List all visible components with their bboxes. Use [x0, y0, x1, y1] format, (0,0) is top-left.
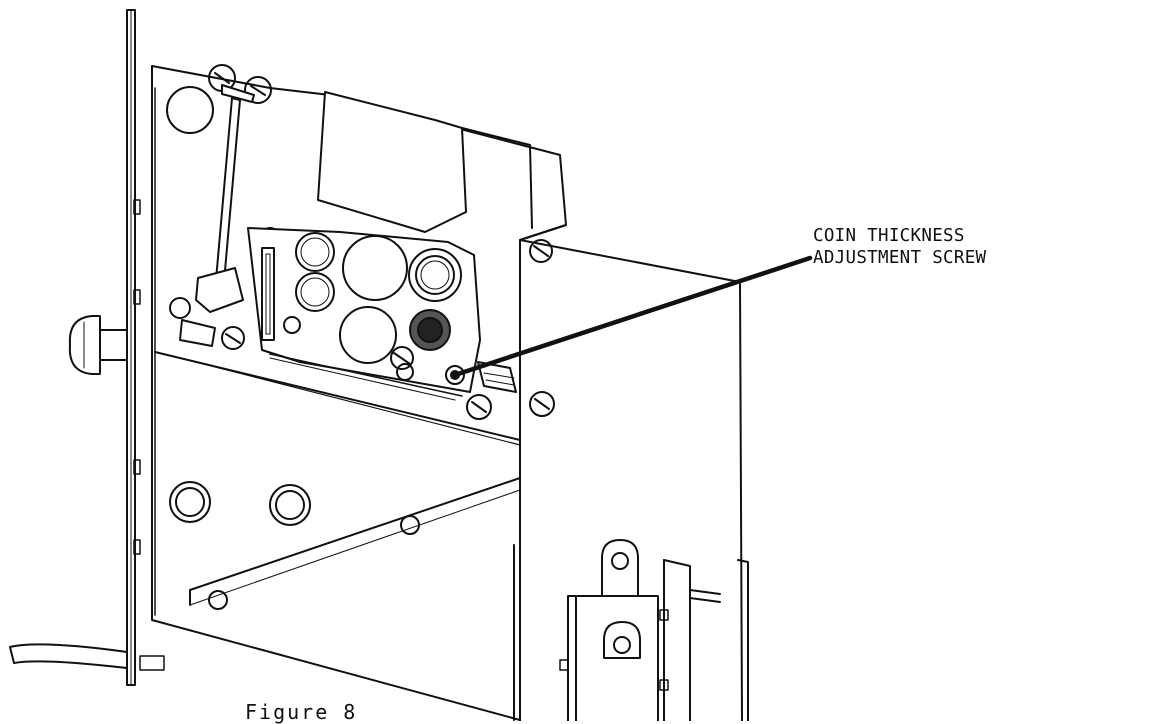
figure-caption: Figure 8	[245, 700, 358, 724]
callout-leader-line	[452, 255, 813, 378]
top-left-lever	[166, 64, 280, 319]
lower-lever-arm	[9, 643, 165, 671]
coin-return-button	[68, 315, 128, 375]
callout-line-1: COIN THICKNESS	[813, 226, 965, 246]
lower-bushings	[169, 481, 420, 610]
solenoid-assembly	[513, 539, 749, 721]
upper-block	[317, 91, 533, 233]
callout-label: COIN THICKNESS ADJUSTMENT SCREW	[813, 225, 986, 269]
diagonal-brace	[189, 477, 521, 606]
callout-line-2: ADJUSTMENT SCREW	[813, 248, 987, 268]
coin-rail	[154, 319, 521, 446]
front-plate	[126, 9, 141, 686]
coin-cradle	[247, 227, 481, 393]
